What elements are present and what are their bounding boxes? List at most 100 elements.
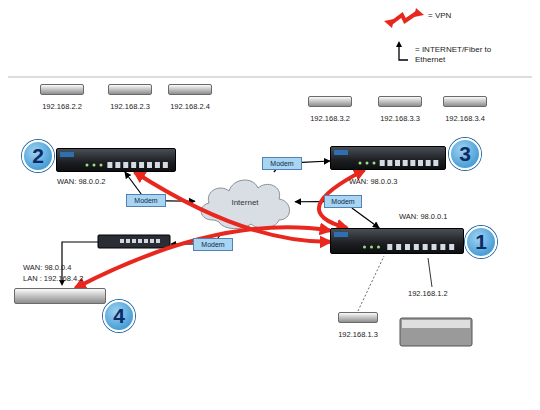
ethernet-port [418, 160, 423, 166]
ethernet-port [405, 244, 410, 250]
modem-box: Modem [262, 157, 302, 170]
callout-number: 1 [465, 226, 497, 258]
ethernet-port [403, 160, 408, 166]
router-badge [60, 152, 74, 157]
firewall-router: WAN: 98.0.0.3 [330, 146, 446, 170]
router-badge [334, 150, 348, 155]
ethernet-port [115, 162, 120, 168]
node-text: 192.168.1.3 [338, 330, 378, 339]
node-text: Modem [201, 241, 224, 248]
node-text: 192.168.3.2 [310, 114, 350, 123]
internet-cloud: Internet [195, 172, 295, 232]
ethernet-port [163, 162, 168, 168]
callout-number: 3 [449, 138, 481, 170]
server-icon: WAN: 98.0.0.4LAN : 192.168.4.2 [14, 288, 106, 304]
large-server [400, 318, 472, 346]
ethernet-port [440, 244, 445, 250]
server-icon: 192.168.2.4 [168, 84, 212, 95]
status-led [100, 164, 103, 167]
network-link [166, 200, 195, 202]
ethernet-port [387, 244, 392, 250]
ethernet-port [432, 244, 437, 250]
router-ports [57, 149, 177, 173]
server-icon: 192.168.1.3 [338, 312, 378, 323]
ethernet-port [131, 162, 136, 168]
switch-wire-head [170, 241, 176, 247]
node-text: 192.168.2.3 [110, 102, 150, 111]
status-led [370, 246, 373, 249]
status-led [373, 162, 376, 165]
separator-line [8, 77, 532, 78]
node-text: LAN : 192.168.4.2 [23, 274, 83, 283]
legend-text: = VPN [428, 11, 518, 21]
ethernet-port [155, 162, 160, 168]
ethernet-port [107, 162, 112, 168]
status-led [86, 164, 89, 167]
ethernet-port [449, 244, 454, 250]
cloud-shape [201, 180, 289, 229]
network-link [352, 208, 379, 228]
node-text: Modem [134, 197, 157, 204]
status-led [359, 162, 362, 165]
ethernet-port [387, 160, 392, 166]
ethernet-port [426, 160, 431, 166]
server-icon: 192.168.2.2 [40, 84, 84, 95]
status-led [93, 164, 96, 167]
internet-legend-sample [399, 46, 408, 60]
ethernet-port [139, 162, 144, 168]
modem-box: Modem [324, 195, 362, 208]
firewall-router: WAN: 98.0.0.1 [330, 228, 464, 254]
network-link [125, 172, 141, 194]
firewall-router: WAN: 98.0.0.2 [56, 148, 176, 172]
node-text: WAN: 98.0.0.3 [349, 177, 398, 186]
vpn-tunnel [75, 227, 330, 288]
ip-label: 192.168.1.2 [408, 289, 448, 298]
node-text: 192.168.3.3 [380, 114, 420, 123]
server-icon: 192.168.3.2 [308, 96, 352, 107]
callout-number-text: 4 [113, 304, 125, 328]
ethernet-port [396, 244, 401, 250]
node-text: 192.168.2.2 [42, 102, 82, 111]
ethernet-port [414, 244, 419, 250]
leader-line [358, 256, 384, 311]
ethernet-port [433, 160, 438, 166]
leader-line [428, 258, 432, 287]
ethernet-port [380, 160, 385, 166]
modem-box: Modem [126, 194, 166, 207]
switch-ports [120, 239, 160, 243]
switch-wire [174, 243, 193, 244]
node-text: WAN: 98.0.0.1 [399, 212, 448, 221]
node-text: Modem [331, 198, 354, 205]
server-icon: 192.168.3.3 [378, 96, 422, 107]
ethernet-port [410, 160, 415, 166]
network-link [302, 161, 330, 162]
node-text: WAN: 98.0.0.2 [57, 177, 106, 186]
internet-legend-head [396, 41, 402, 47]
switch-device [98, 235, 170, 248]
callout-number-text: 2 [32, 144, 44, 168]
vpn-legend-heads [384, 8, 424, 28]
server-icon: 192.168.2.3 [108, 84, 152, 95]
status-led [366, 162, 369, 165]
network-link [274, 170, 276, 172]
modem-box: Modem [193, 238, 233, 251]
vpn-legend-sample [390, 12, 418, 24]
status-led [377, 246, 380, 249]
node-text: Modem [270, 160, 293, 167]
node-text: 192.168.3.4 [445, 114, 485, 123]
ethernet-port [123, 162, 128, 168]
large-server-front [402, 320, 470, 328]
network-link [295, 201, 324, 202]
callout-number: 2 [22, 140, 54, 172]
status-led [363, 246, 366, 249]
ethernet-port [423, 244, 428, 250]
node-text: Internet [231, 198, 258, 207]
callout-number-text: 1 [475, 230, 487, 254]
callout-number: 4 [103, 300, 135, 332]
node-text: 192.168.2.4 [170, 102, 210, 111]
router-ports [331, 229, 465, 255]
callout-number-text: 3 [459, 142, 471, 166]
router-badge [334, 232, 348, 237]
server-icon: 192.168.3.4 [443, 96, 487, 107]
